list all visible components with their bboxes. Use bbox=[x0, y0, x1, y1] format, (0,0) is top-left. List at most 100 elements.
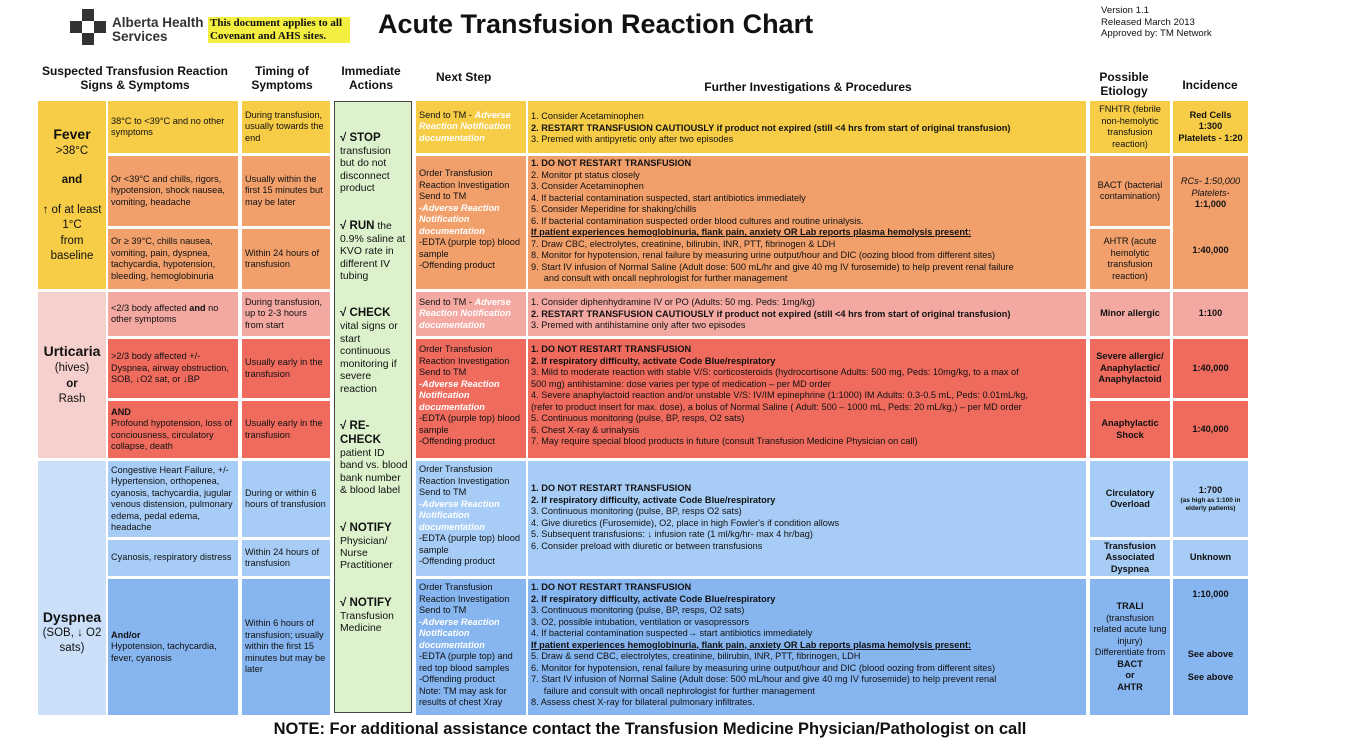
urticaria-title: Urticaria bbox=[43, 343, 101, 360]
further-item: 1. Consider diphenhydramine IV or PO (Ad… bbox=[531, 297, 815, 307]
col-header-signs: Suspected Transfusion Reaction Signs & S… bbox=[41, 64, 229, 93]
sign-text: >2/3 body affected +/- bbox=[111, 351, 201, 362]
further-item: (refer to product insert for max. dose),… bbox=[531, 401, 1022, 412]
timing-text: Within 6 hours of transfusion; usually w… bbox=[245, 618, 326, 675]
further-item: 1. DO NOT RESTART TRANSFUSION bbox=[531, 158, 692, 168]
fever-timing-3: Within 24 hours of transfusion bbox=[242, 229, 330, 289]
next-line: -EDTA (purple top) blood sample bbox=[419, 533, 520, 555]
dyspnea-incidence-3: 1:10,000 See above See above bbox=[1173, 579, 1248, 715]
urticaria-further-1: 1. Consider diphenhydramine IV or PO (Ad… bbox=[528, 292, 1086, 336]
action-recheck: √ RE-CHECK patient ID band vs. blood ban… bbox=[340, 420, 408, 497]
urticaria-sign-3: AND Profound hypotension, loss of concio… bbox=[108, 401, 238, 458]
further-item: 3. Mild to moderate reaction with stable… bbox=[531, 367, 1019, 377]
action-stop: √ STOP transfusion but do not disconnect… bbox=[340, 132, 391, 195]
dyspnea-next-3: Order Transfusion Reaction Investigation… bbox=[416, 579, 526, 715]
sign-text: Congestive Heart Failure, +/- Hypertensi… bbox=[111, 464, 233, 533]
dyspnea-etiology-1: Circulatory Overload bbox=[1090, 461, 1170, 537]
action-text: transfusion but do not disconnect produc… bbox=[340, 145, 391, 195]
col-header-further: Further Investigations & Procedures bbox=[704, 80, 912, 94]
fever-timing-1-text: During transfusion, usually towards the … bbox=[245, 109, 324, 143]
urticaria-hives: (hives) bbox=[54, 362, 90, 375]
dyspnea-next-1: Order Transfusion Reaction Investigation… bbox=[416, 461, 526, 576]
action-text: Transfusion Medicine bbox=[340, 610, 394, 635]
fever-rise: ↑ of at least 1°C bbox=[42, 203, 102, 232]
sign-text: Cyanosis, respiratory distress bbox=[111, 552, 232, 563]
fever-etiology-1-text: FNHTR (febrile non-hemolytic transfusion… bbox=[1099, 104, 1161, 149]
incidence-line: Platelets- bbox=[1191, 187, 1230, 198]
fever-further-1: 1. Consider Acetaminophen 2. RESTART TRA… bbox=[528, 101, 1086, 153]
incidence-line: RCs- 1:50,000 bbox=[1180, 176, 1241, 186]
fever-temp: >38°C bbox=[55, 144, 89, 157]
next-line: -Offending product bbox=[419, 260, 495, 270]
incidence-line: Red Cells bbox=[1189, 109, 1232, 120]
fever-sign-2-text: Or <39°C and chills, rigors, hypotension… bbox=[111, 173, 225, 207]
further-item: 8. Assess chest X-ray for bilateral pulm… bbox=[531, 697, 755, 707]
fever-sign-3: Or ≥ 39°C, chills nausea, vomiting, pain… bbox=[108, 229, 238, 289]
fever-baseline: from baseline bbox=[50, 234, 94, 263]
next-line: Note: TM may ask for results of chest Xr… bbox=[419, 685, 507, 708]
next-line: Adverse Reaction Notification documentat… bbox=[419, 296, 511, 330]
dyspnea-etiology-3: TRALI (transfusion related acute lung in… bbox=[1090, 579, 1170, 715]
sign-text: Dyspnea, airway obstruction, SOB, ↓O2 sa… bbox=[111, 362, 229, 385]
action-keyword: STOP bbox=[349, 132, 381, 144]
further-item: 2. RESTART TRANSFUSION CAUTIOUSLY if pro… bbox=[531, 308, 1011, 319]
fever-timing-2-text: Usually within the first 15 minutes but … bbox=[245, 173, 323, 207]
action-notify-physician: √ NOTIFY Physician/ Nurse Practitioner bbox=[340, 521, 393, 572]
further-heading: If patient experiences hemoglobinuria, f… bbox=[531, 639, 972, 650]
further-item: 3. Premed with antihistamine only after … bbox=[531, 320, 746, 330]
logo-line-2: Services bbox=[112, 29, 168, 45]
urticaria-etiology-2: Severe allergic/ Anaphylactic/ Anaphylac… bbox=[1090, 339, 1170, 398]
further-item: failure and consult with oncall nephrolo… bbox=[531, 685, 815, 696]
urticaria-etiology-3: Anaphylactic Shock bbox=[1090, 401, 1170, 458]
fever-sign-2: Or <39°C and chills, rigors, hypotension… bbox=[108, 156, 238, 226]
logo-text: Alberta Health Services bbox=[112, 15, 204, 45]
incidence-text: 1:100 bbox=[1198, 308, 1223, 319]
further-item: 3. Continuous monitoring (pulse, BP, res… bbox=[531, 605, 745, 615]
further-item: 2. If respiratory difficulty, activate C… bbox=[531, 355, 776, 366]
version-info: Version 1.1 Released March 2013 Approved… bbox=[1101, 5, 1212, 40]
timing-text: During transfusion, up to 2-3 hours from… bbox=[245, 296, 323, 330]
immediate-actions-panel: √ STOP transfusion but do not disconnect… bbox=[334, 101, 412, 713]
further-item: 3. Consider Acetaminophen bbox=[531, 181, 644, 191]
timing-text: Usually early in the transfusion bbox=[245, 418, 323, 440]
incidence-line: 1:1,000 bbox=[1194, 199, 1227, 209]
next-line: Send to TM bbox=[419, 367, 467, 377]
fever-further-2: 1. DO NOT RESTART TRANSFUSION 2. Monitor… bbox=[528, 156, 1086, 289]
further-item: 1. DO NOT RESTART TRANSFUSION bbox=[531, 582, 692, 592]
sign-text: no other symptoms bbox=[111, 302, 219, 325]
next-line: Send to TM bbox=[419, 487, 467, 497]
further-item: 4. Give diuretics (Furosemide), O2, plac… bbox=[531, 517, 840, 528]
further-item: 4. If bacterial contamination suspected,… bbox=[531, 192, 806, 203]
sign-text: Hypotension, tachycardia, fever, cyanosi… bbox=[111, 641, 217, 663]
action-keyword: RE-CHECK bbox=[340, 420, 381, 446]
next-line: -Adverse Reaction Notification documenta… bbox=[419, 498, 500, 532]
dyspnea-sign-3: And/or Hypotension, tachycardia, fever, … bbox=[108, 579, 238, 715]
further-item: 2. If respiratory difficulty, activate C… bbox=[531, 494, 776, 505]
sign-text: AND bbox=[111, 406, 131, 417]
urticaria-rash: Rash bbox=[58, 393, 86, 406]
etiology-text: Minor allergic bbox=[1100, 308, 1160, 319]
incidence-line: 1:700 bbox=[1198, 485, 1223, 496]
next-line: Order Transfusion Reaction Investigation bbox=[419, 582, 510, 604]
urticaria-next-2: Order Transfusion Reaction Investigation… bbox=[416, 339, 526, 458]
further-item: 8. Monitor for hypotension, renal failur… bbox=[531, 250, 996, 260]
logo-line-1: Alberta Health bbox=[112, 15, 204, 30]
group-urticaria: Urticaria (hives) or Rash bbox=[38, 292, 106, 458]
further-item: 1. Consider Acetaminophen bbox=[531, 111, 644, 121]
footer-note: NOTE: For additional assistance contact … bbox=[273, 720, 1027, 738]
next-line: Order Transfusion Reaction Investigation bbox=[419, 168, 510, 190]
further-item: 2. If respiratory difficulty, activate C… bbox=[531, 593, 776, 604]
sign-text: And/or bbox=[111, 629, 141, 640]
released-line: Released March 2013 bbox=[1101, 16, 1195, 28]
etiology-text: Severe allergic/ Anaphylactic/ Anaphylac… bbox=[1096, 351, 1164, 385]
incidence-line: Platelets - 1:20 bbox=[1178, 132, 1243, 143]
fever-next-1-send: Send to TM - bbox=[419, 109, 475, 120]
fever-sign-1: 38°C to <39°C and no other symptoms bbox=[108, 101, 238, 153]
timing-text: During or within 6 hours of transfusion bbox=[245, 487, 326, 510]
urticaria-next-1: Send to TM - Adverse Reaction Notificati… bbox=[416, 292, 526, 336]
further-item: 6. Consider preload with diuretic or bet… bbox=[531, 540, 763, 551]
dyspnea-timing-2: Within 24 hours of transfusion bbox=[242, 540, 330, 576]
fever-next-1-doc: Adverse Reaction Notification documentat… bbox=[419, 109, 511, 143]
further-item: 1. DO NOT RESTART TRANSFUSION bbox=[531, 483, 692, 493]
applies-note: This document applies to all Covenant an… bbox=[208, 17, 350, 44]
